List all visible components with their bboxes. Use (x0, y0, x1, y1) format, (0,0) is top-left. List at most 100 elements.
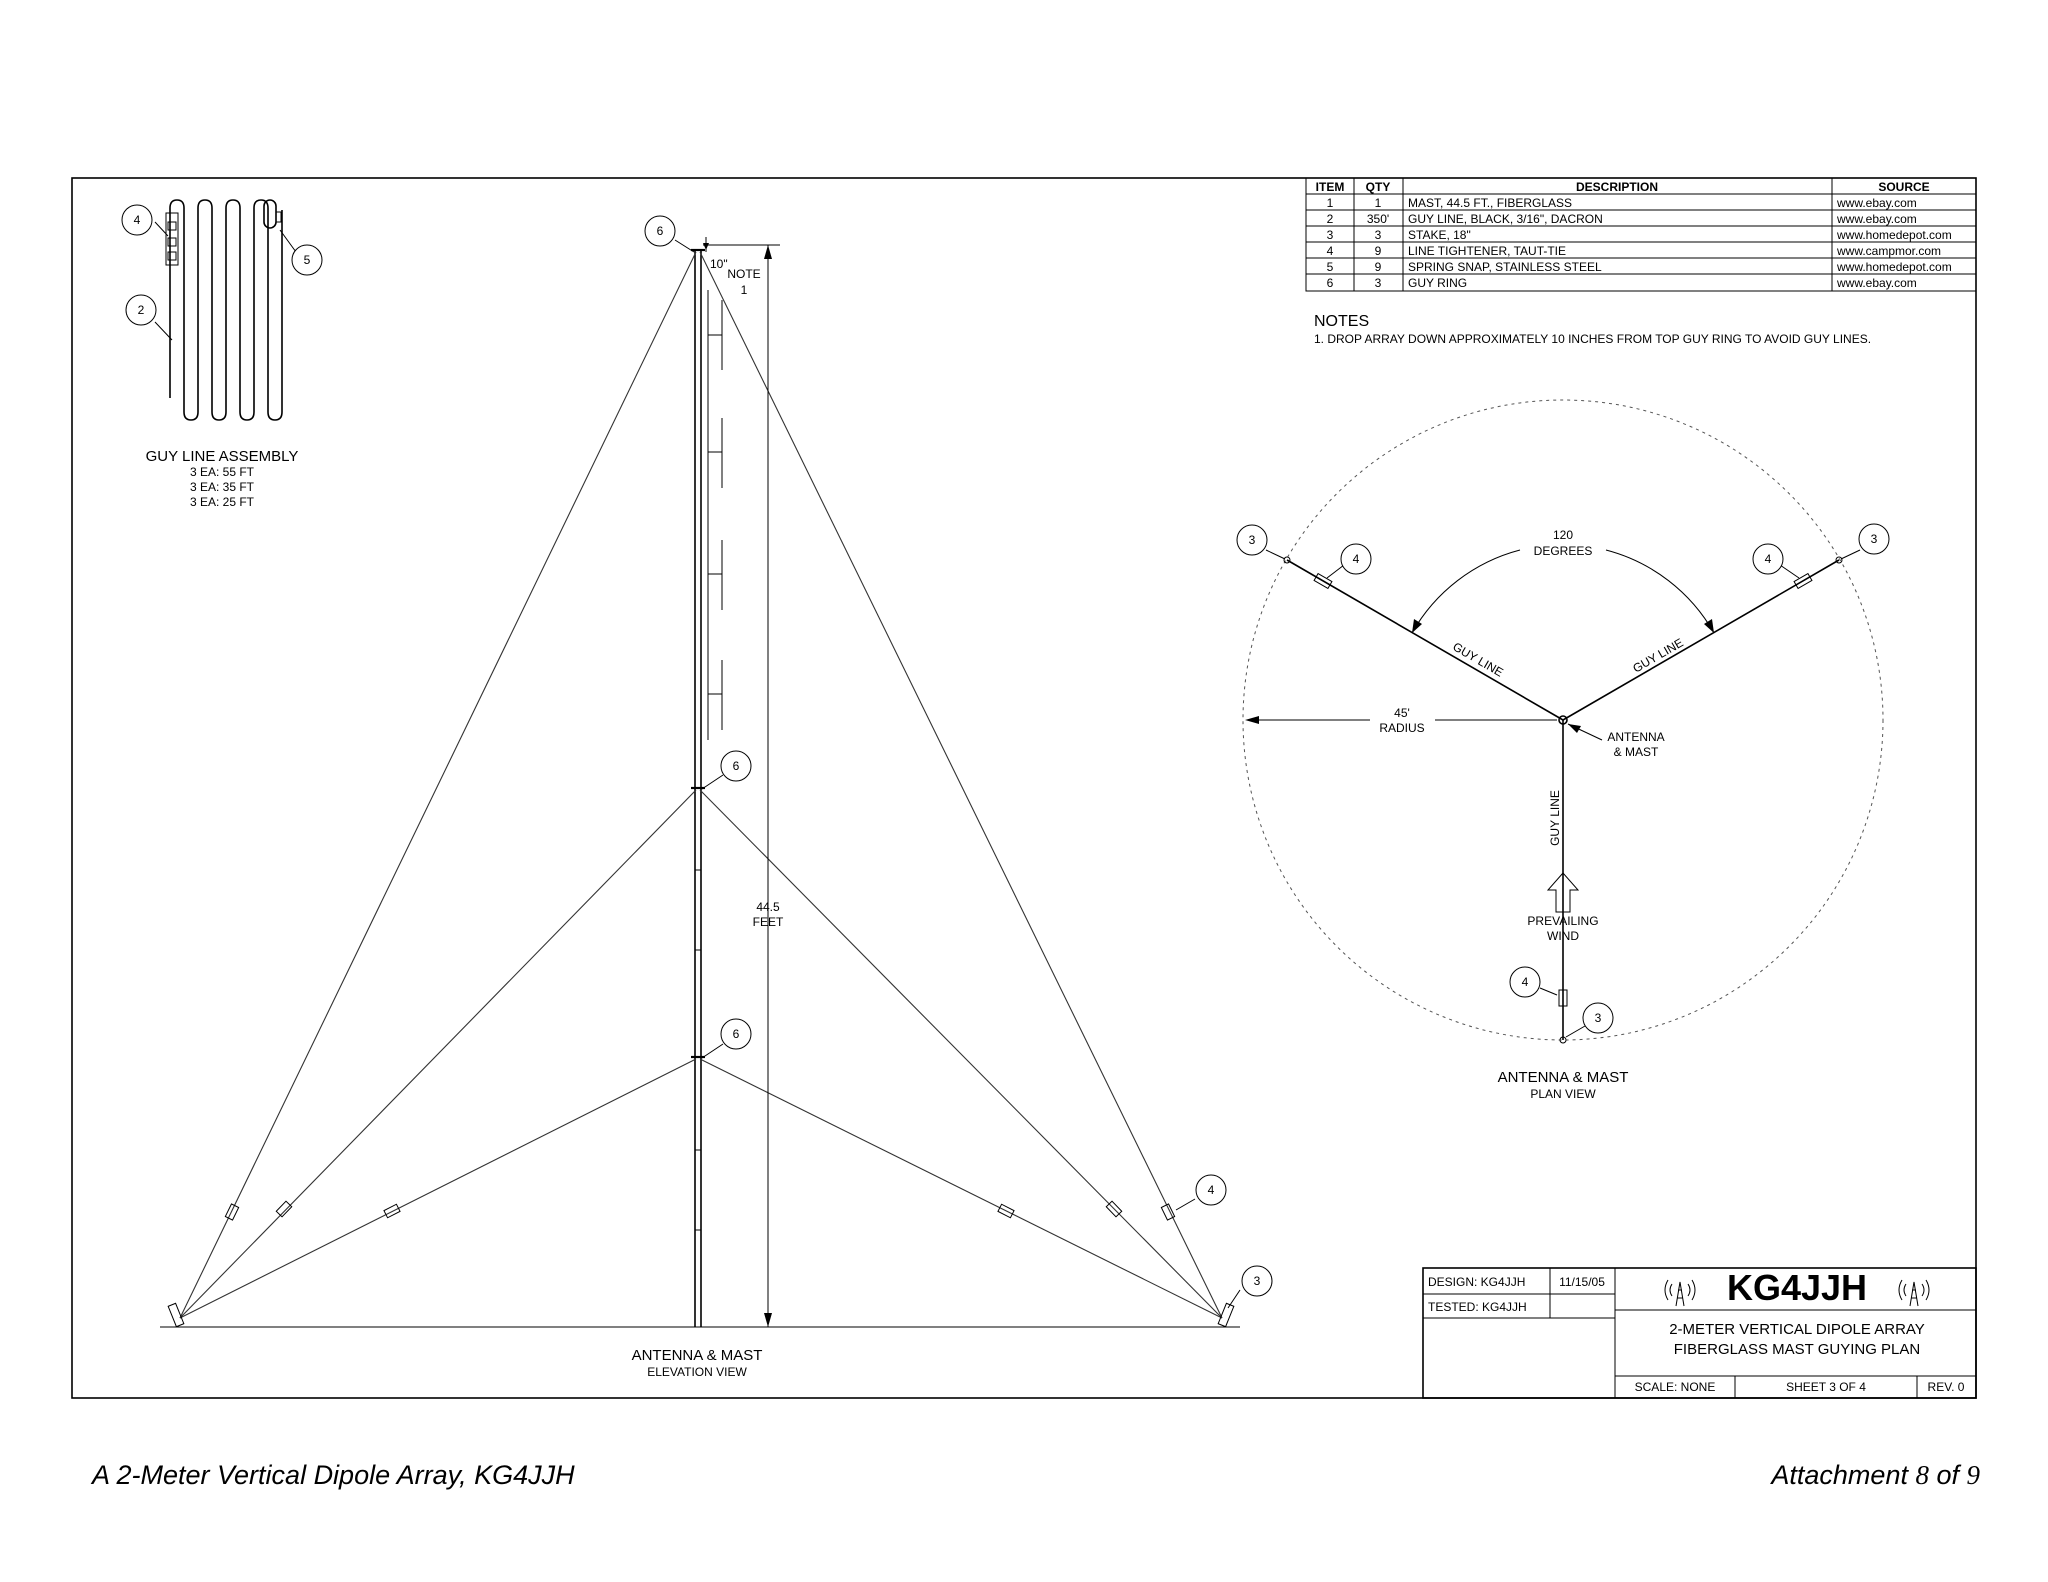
svg-text:4: 4 (1208, 1183, 1215, 1197)
line-tightener-icon (165, 212, 179, 266)
footer-attachment-current: 8 (1915, 1460, 1929, 1490)
guy-line-assembly: 4 5 2 GUY LINE ASSEMBLY 3 EA: 55 FT 3 EA… (121, 199, 323, 509)
svg-text:3: 3 (1595, 1011, 1602, 1025)
radius-label: 45' (1394, 706, 1410, 720)
table-cell: 3 (1327, 228, 1334, 242)
line-tightener-icon (1160, 1203, 1176, 1221)
line-tightener-icon (997, 1203, 1015, 1219)
table-cell: SPRING SNAP, STAINLESS STEEL (1408, 260, 1602, 274)
table-cell: 3 (1375, 228, 1382, 242)
callout-bubble: 6 (720, 750, 752, 782)
table-cell: 9 (1375, 260, 1382, 274)
footer-attachment-number: Attachment 8 of 9 (1771, 1460, 1980, 1491)
elevation-subtitle: ELEVATION VIEW (647, 1365, 747, 1379)
callout-bubble: 6 (644, 215, 676, 247)
top-offset-dimension: 10" (710, 257, 728, 271)
height-label: 44.5 (756, 900, 780, 914)
line-tightener-icon (275, 1200, 293, 1218)
wind-label: WIND (1547, 929, 1579, 943)
table-cell: 1 (1375, 196, 1382, 210)
line-tightener-icon (1313, 572, 1333, 590)
table-cell: www.ebay.com (1836, 276, 1917, 290)
svg-text:5: 5 (304, 253, 311, 267)
drawing-scale: SCALE: NONE (1635, 1380, 1716, 1394)
table-cell: 5 (1327, 260, 1334, 274)
guy-line (699, 251, 1223, 1319)
radius-circle (1242, 399, 1884, 1041)
stake-icon (1835, 556, 1843, 564)
angle-label: DEGREES (1534, 544, 1593, 558)
radio-tower-icon (1898, 1279, 1930, 1307)
footer-attachment-prefix: Attachment (1771, 1460, 1916, 1490)
line-tightener-icon (1558, 989, 1568, 1007)
svg-text:4: 4 (1522, 975, 1529, 989)
callout-bubble: 3 (1241, 1265, 1273, 1297)
table-header-source: SOURCE (1878, 180, 1929, 194)
table-cell: 350' (1367, 212, 1389, 226)
table-cell: www.homedepot.com (1836, 228, 1952, 242)
guy-line (179, 789, 697, 1319)
stake-icon (1283, 556, 1291, 564)
callsign-logo: KG4JJH (1727, 1267, 1867, 1308)
sheet-number: SHEET 3 OF 4 (1786, 1380, 1866, 1394)
guy-line (179, 1058, 697, 1319)
mast-center (1558, 715, 1568, 725)
table-cell: GUY RING (1408, 276, 1467, 290)
callout-bubble: 3 (1858, 523, 1890, 555)
parts-table: ITEM QTY DESCRIPTION SOURCE 1 1 MAST, 44… (1305, 177, 1977, 292)
note-ref: 1 (741, 283, 748, 297)
table-cell: www.campmor.com (1836, 244, 1941, 258)
table-cell: www.homedepot.com (1836, 260, 1952, 274)
footer-document-title: A 2-Meter Vertical Dipole Array, KG4JJH (92, 1460, 575, 1490)
spring-snap-icon (263, 199, 277, 229)
plan-title: ANTENNA & MAST (1498, 1069, 1629, 1086)
center-label: ANTENNA (1607, 730, 1664, 744)
coiled-guy-line (169, 199, 283, 421)
table-cell: MAST, 44.5 FT., FIBERGLASS (1408, 196, 1572, 210)
guy-line-label: GUY LINE (1548, 790, 1562, 846)
guy-line (699, 1058, 1223, 1319)
guy-assembly-line: 3 EA: 25 FT (190, 495, 255, 509)
line-tightener-icon (224, 1203, 240, 1221)
svg-text:3: 3 (1871, 532, 1878, 546)
elevation-title: ANTENNA & MAST (632, 1347, 763, 1364)
callout-bubble: 4 (121, 204, 153, 236)
angle-label: 120 (1553, 528, 1573, 542)
svg-text:4: 4 (134, 213, 141, 227)
wind-label: PREVAILING (1527, 914, 1598, 928)
dipole-array (707, 290, 723, 740)
guy-line (1562, 559, 1840, 721)
guy-line (179, 251, 697, 1319)
table-cell: STAKE, 18" (1408, 228, 1471, 242)
svg-text:6: 6 (733, 759, 740, 773)
callout-bubble: 4 (1509, 966, 1541, 998)
table-cell: 1 (1327, 196, 1334, 210)
sheet-border (71, 177, 1977, 1399)
guy-line (1286, 559, 1564, 721)
table-cell: 9 (1375, 244, 1382, 258)
svg-text:4: 4 (1353, 552, 1360, 566)
table-cell: 6 (1327, 276, 1334, 290)
plan-subtitle: PLAN VIEW (1530, 1087, 1596, 1101)
design-date: 11/15/05 (1559, 1275, 1605, 1289)
line-tightener-icon (1105, 1200, 1123, 1218)
radius-label: RADIUS (1379, 721, 1424, 735)
callout-bubble: 3 (1582, 1002, 1614, 1034)
tested-by: TESTED: KG4JJH (1428, 1300, 1527, 1314)
table-header-item: ITEM (1316, 180, 1345, 194)
guy-line-label: GUY LINE (1630, 636, 1685, 676)
table-cell: 4 (1327, 244, 1334, 258)
line-tightener-icon (1793, 572, 1813, 590)
drawing-title: FIBERGLASS MAST GUYING PLAN (1674, 1341, 1920, 1358)
guy-assembly-title: GUY LINE ASSEMBLY (146, 448, 299, 465)
callout-bubble: 2 (125, 294, 157, 326)
table-cell: 3 (1375, 276, 1382, 290)
line-tightener-icon (383, 1203, 401, 1219)
stake-icon (167, 1302, 185, 1328)
table-header-description: DESCRIPTION (1576, 180, 1658, 194)
guy-assembly-line: 3 EA: 55 FT (190, 465, 255, 479)
center-label: & MAST (1614, 745, 1659, 759)
footer-attachment-of: of (1928, 1460, 1967, 1490)
wind-arrow-icon (1546, 872, 1580, 913)
callout-bubble: 4 (1752, 543, 1784, 575)
